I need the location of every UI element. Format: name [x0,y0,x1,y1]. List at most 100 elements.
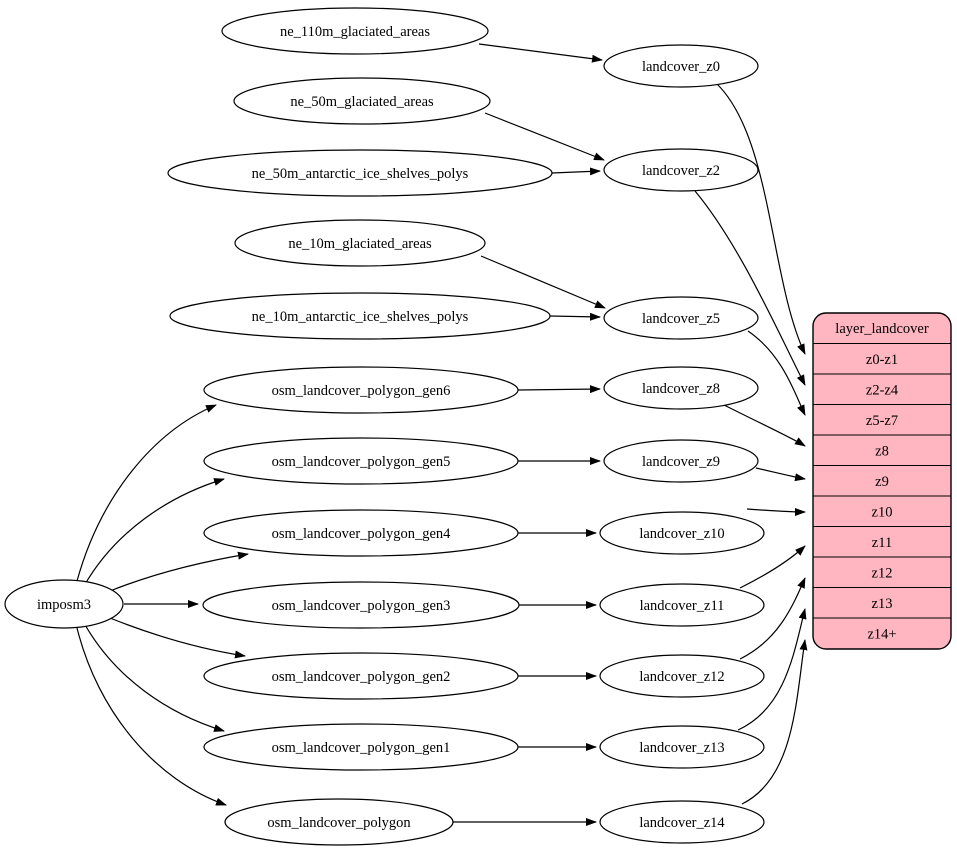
edge-imposm3-osm_landcover_polygon [76,627,227,806]
node-landcover_z9: landcover_z9 [603,439,759,483]
node-ne_110m_glaciated_areas: ne_110m_glaciated_areas [221,7,489,55]
node-ne_10m_antarctic_ice_shelves_polys-shape [169,292,551,340]
node-landcover_z5-shape [603,296,759,340]
edge-landcover_z12-row-z12 [739,577,806,660]
node-osm_landcover_polygon_gen4: osm_landcover_polygon_gen4 [203,509,519,557]
table-row-z2-z4: z2-z4 [866,383,899,399]
node-osm_landcover_polygon_gen4-shape [203,509,519,557]
node-landcover_z0: landcover_z0 [603,44,759,88]
node-osm_landcover_polygon_gen5-label: osm_landcover_polygon_gen5 [272,454,451,470]
edge-ne_50m_antarctic_ice_shelves_polys-landcover_z2 [551,167,601,176]
edge-imposm3-osm_landcover_polygon_gen6 [76,404,217,582]
node-osm_landcover_polygon: osm_landcover_polygon [224,798,454,846]
node-ne_10m_glaciated_areas: ne_10m_glaciated_areas [234,219,486,267]
node-ne_10m_antarctic_ice_shelves_polys: ne_10m_antarctic_ice_shelves_polys [169,292,551,340]
edge-ne_110m_glaciated_areas-landcover_z0 [478,43,603,63]
node-landcover_z10: landcover_z10 [599,511,765,555]
node-osm_landcover_polygon_gen6-shape [203,366,519,414]
node-ne_50m_antarctic_ice_shelves_polys: ne_50m_antarctic_ice_shelves_polys [167,149,553,197]
table-title: layer_landcover [835,321,929,337]
edge-osm_landcover_polygon_gen6-landcover_z8 [517,385,601,394]
node-landcover_z2: landcover_z2 [603,148,759,192]
node-landcover_z2-label: landcover_z2 [642,163,720,179]
node-osm_landcover_polygon_gen1-label: osm_landcover_polygon_gen1 [272,740,451,756]
table-row-z12: z12 [872,566,893,582]
edge-imposm3-osm_landcover_polygon_gen1 [83,622,225,732]
table-separators [813,342,951,619]
node-osm_landcover_polygon_gen1-shape [203,723,519,771]
edge-imposm3-osm_landcover_polygon_gen4 [109,551,249,592]
node-landcover_z14-shape [599,800,765,844]
node-landcover_z13-shape [599,725,765,769]
edge-landcover_z5-row-z5-z7 [747,330,806,416]
node-landcover_z12: landcover_z12 [599,654,765,698]
node-osm_landcover_polygon-label: osm_landcover_polygon [267,815,411,831]
table-row-z9: z9 [875,474,889,490]
node-ne_50m_glaciated_areas-shape [233,77,491,125]
node-landcover_z11-shape [599,583,765,627]
node-landcover_z8-shape [603,366,759,410]
node-landcover_z2-shape [603,148,759,192]
node-ne_50m_glaciated_areas: ne_50m_glaciated_areas [233,77,491,125]
node-landcover_z0-label: landcover_z0 [642,59,720,75]
table-row-z11: z11 [872,535,892,551]
node-landcover_z9-label: landcover_z9 [642,454,720,470]
edge-landcover_z0-row-z0-z1 [716,83,806,355]
layer-landcover-table: layer_landcover z0-z1 z2-z4 z5-z7 z8 z9 … [812,312,952,650]
node-ne_50m_antarctic_ice_shelves_polys-shape [167,149,553,197]
table-row-z13: z13 [872,596,893,612]
node-ne_10m_antarctic_ice_shelves_polys-label: ne_10m_antarctic_ice_shelves_polys [252,309,469,325]
edge-ne_10m_antarctic_ice_shelves_polys-landcover_z5 [549,312,601,321]
node-landcover_z10-shape [599,511,765,555]
node-landcover_z5-label: landcover_z5 [642,311,720,327]
edge-imposm3-osm_landcover_polygon_gen2 [109,617,246,659]
node-ne_50m_antarctic_ice_shelves_polys-label: ne_50m_antarctic_ice_shelves_polys [252,166,469,182]
edge-landcover_z9-row-z9 [755,467,806,482]
node-ne_10m_glaciated_areas-shape [234,219,486,267]
node-landcover_z14-label: landcover_z14 [639,815,725,831]
node-landcover_z10-label: landcover_z10 [639,526,724,542]
node-osm_landcover_polygon_gen6-label: osm_landcover_polygon_gen6 [272,383,451,399]
node-ne_10m_glaciated_areas-label: ne_10m_glaciated_areas [288,236,432,252]
node-osm_landcover_polygon-shape [224,798,454,846]
node-landcover_z14: landcover_z14 [599,800,765,844]
edge-ne_50m_glaciated_areas-landcover_z2 [484,112,605,161]
table-row-z5-z7: z5-z7 [866,413,898,429]
nodes-group: imposm3 ne_110m_glaciated_areas ne_50m_g… [4,7,765,846]
node-imposm3: imposm3 [4,579,124,629]
node-landcover_z13-label: landcover_z13 [639,740,724,756]
node-osm_landcover_polygon_gen1: osm_landcover_polygon_gen1 [203,723,519,771]
node-osm_landcover_polygon_gen2-label: osm_landcover_polygon_gen2 [272,669,451,685]
node-ne_50m_glaciated_areas-label: ne_50m_glaciated_areas [290,94,434,110]
edge-landcover_z11-row-z11 [739,545,806,589]
table-row-z14plus: z14+ [867,627,896,643]
node-osm_landcover_polygon_gen6: osm_landcover_polygon_gen6 [203,366,519,414]
node-landcover_z12-label: landcover_z12 [639,669,724,685]
node-osm_landcover_polygon_gen3: osm_landcover_polygon_gen3 [202,581,520,629]
node-osm_landcover_polygon_gen2-shape [203,652,519,700]
edge-ne_10m_glaciated_areas-landcover_z5 [480,255,606,309]
table-row-z8: z8 [875,444,889,460]
node-osm_landcover_polygon_gen2: osm_landcover_polygon_gen2 [203,652,519,700]
node-landcover_z13: landcover_z13 [599,725,765,769]
node-landcover_z0-shape [603,44,759,88]
node-landcover_z5: landcover_z5 [603,296,759,340]
node-osm_landcover_polygon_gen3-shape [202,581,520,629]
edge-imposm3-osm_landcover_polygon_gen5 [83,478,225,587]
node-landcover_z11-label: landcover_z11 [640,598,725,614]
edge-landcover_z8-row-z8 [723,404,806,447]
table-background [812,312,952,650]
node-landcover_z12-shape [599,654,765,698]
node-landcover_z8: landcover_z8 [603,366,759,410]
node-landcover_z8-label: landcover_z8 [642,381,720,397]
node-landcover_z11: landcover_z11 [599,583,765,627]
node-osm_landcover_polygon_gen3-label: osm_landcover_polygon_gen3 [272,598,451,614]
node-ne_110m_glaciated_areas-shape [221,7,489,55]
edge-landcover_z14-row-z14plus [741,639,808,805]
node-osm_landcover_polygon_gen4-label: osm_landcover_polygon_gen4 [272,526,452,542]
edges-group [76,43,808,826]
node-osm_landcover_polygon_gen5-shape [203,437,519,485]
edge-landcover_z13-row-z13 [737,608,807,731]
